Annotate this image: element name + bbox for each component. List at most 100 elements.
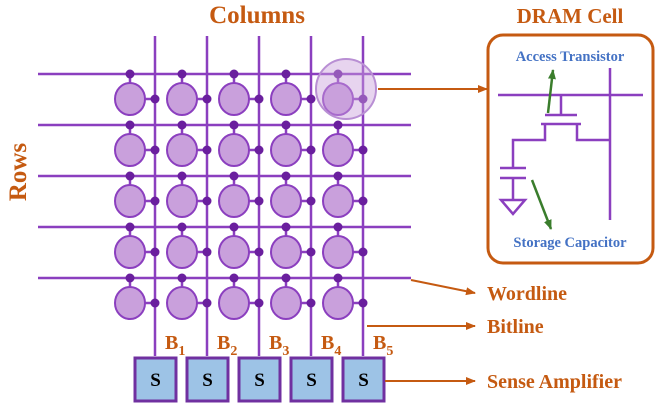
- bitline-junction-dot: [202, 298, 212, 308]
- sense-amplifier-5: [341, 356, 386, 403]
- bitline-junction-dot: [202, 247, 212, 257]
- storage-capacitor-label: Storage Capacitor: [513, 235, 627, 251]
- wordline-junction-dot: [177, 171, 187, 181]
- memory-cell: [322, 235, 354, 269]
- bitline-junction-dot: [254, 196, 264, 206]
- memory-cell: [218, 235, 250, 269]
- rows-title: Rows: [5, 143, 32, 202]
- memory-cell: [322, 184, 354, 218]
- bitline-label-subscript: 2: [230, 344, 237, 359]
- memory-cell: [114, 286, 146, 320]
- bitline-junction-dot: [254, 298, 264, 308]
- memory-cell: [114, 82, 146, 116]
- wordline-junction-dot: [125, 69, 135, 79]
- wordline-junction-dot: [177, 69, 187, 79]
- memory-cell: [166, 184, 198, 218]
- wordline-junction-dot: [177, 273, 187, 283]
- memory-cell: [218, 184, 250, 218]
- wordline-junction-dot: [125, 171, 135, 181]
- wordline-junction-dot: [177, 222, 187, 232]
- wordline-junction-dot: [229, 171, 239, 181]
- sense-amplifier-2: [185, 356, 230, 403]
- bitline-label-b3: B3: [269, 332, 289, 359]
- memory-cell: [322, 286, 354, 320]
- bitline-junction-dot: [202, 196, 212, 206]
- sense-amplifier-letter: S: [202, 370, 213, 391]
- sense-amplifier-letter: S: [306, 370, 317, 391]
- bitline-junction-dot: [150, 94, 160, 104]
- memory-cell: [322, 82, 354, 116]
- wordline-junction-dot: [333, 171, 343, 181]
- sense-amplifier-letter: S: [358, 370, 369, 391]
- bitline-junction-dot: [254, 145, 264, 155]
- bitline-junction-dot: [202, 145, 212, 155]
- bitline-junction-dot: [358, 247, 368, 257]
- dram-cell-box: [486, 33, 655, 265]
- wordline-junction-dot: [125, 120, 135, 130]
- access-transistor-arrow: [546, 69, 556, 114]
- memory-cell: [270, 184, 302, 218]
- access-transistor-label: Access Transistor: [516, 49, 625, 65]
- memory-cell: [270, 82, 302, 116]
- bitline-label-subscript: 4: [334, 344, 341, 359]
- bitline-junction-dot: [358, 298, 368, 308]
- wordline-junction-dot: [281, 69, 291, 79]
- dram-cell-schematic: [498, 68, 643, 220]
- wordline-arrow: [410, 279, 476, 296]
- wordline-junction-dot: [125, 222, 135, 232]
- wordline-junction-dot: [281, 222, 291, 232]
- bitline-junction-dot: [358, 145, 368, 155]
- bitline-label-b4: B4: [321, 332, 341, 359]
- wordline-junction-dot: [229, 69, 239, 79]
- sense-amplifier-4: [289, 356, 334, 403]
- memory-cell: [218, 286, 250, 320]
- bitline-junction-dot: [150, 298, 160, 308]
- bitline-label-subscript: 5: [386, 344, 393, 359]
- bitline-junction-dot: [254, 94, 264, 104]
- bitline-junction-dot: [306, 94, 316, 104]
- bitline-junction-dot: [306, 247, 316, 257]
- wordline-junction-dot: [177, 120, 187, 130]
- bitline-junction-dot: [306, 298, 316, 308]
- columns-title: Columns: [209, 2, 305, 29]
- bitline-label-subscript: 1: [178, 344, 185, 359]
- memory-cell: [114, 133, 146, 167]
- wordline-junction-dot: [229, 120, 239, 130]
- sense-amplifier-letter: S: [254, 370, 265, 391]
- wordline-junction-dot: [229, 222, 239, 232]
- memory-cell: [114, 235, 146, 269]
- memory-cell: [270, 235, 302, 269]
- sense-amplifier-letter: S: [150, 370, 161, 391]
- bitline-label-b5: B5: [373, 332, 393, 359]
- wordline-junction-dot: [281, 171, 291, 181]
- memory-cell: [270, 133, 302, 167]
- bitline-junction-dot: [306, 196, 316, 206]
- wordline-junction-dot: [333, 273, 343, 283]
- bitline-junction-dot: [358, 196, 368, 206]
- wordline-label: Wordline: [487, 283, 567, 305]
- bitline-junction-dot: [150, 247, 160, 257]
- bitline-junction-dot: [358, 94, 368, 104]
- bitline-junction-dot: [254, 247, 264, 257]
- bitline-label: Bitline: [487, 316, 544, 338]
- bitline-label-b2: B2: [217, 332, 237, 359]
- memory-cell: [218, 82, 250, 116]
- memory-cell: [270, 286, 302, 320]
- bitline-junction-dot: [150, 145, 160, 155]
- memory-cell: [322, 133, 354, 167]
- ground-icon: [498, 198, 528, 216]
- sense-amplifier-3: [237, 356, 282, 403]
- wordline-junction-dot: [333, 222, 343, 232]
- memory-cell: [166, 286, 198, 320]
- bitline-junction-dot: [202, 94, 212, 104]
- transistor-drain-lead: [575, 124, 610, 142]
- highlighted-cell-ring: [315, 58, 377, 120]
- wordline-junction-dot: [229, 273, 239, 283]
- wordline-junction-dot: [333, 120, 343, 130]
- storage-capacitor-arrow: [530, 179, 553, 230]
- memory-cell: [218, 133, 250, 167]
